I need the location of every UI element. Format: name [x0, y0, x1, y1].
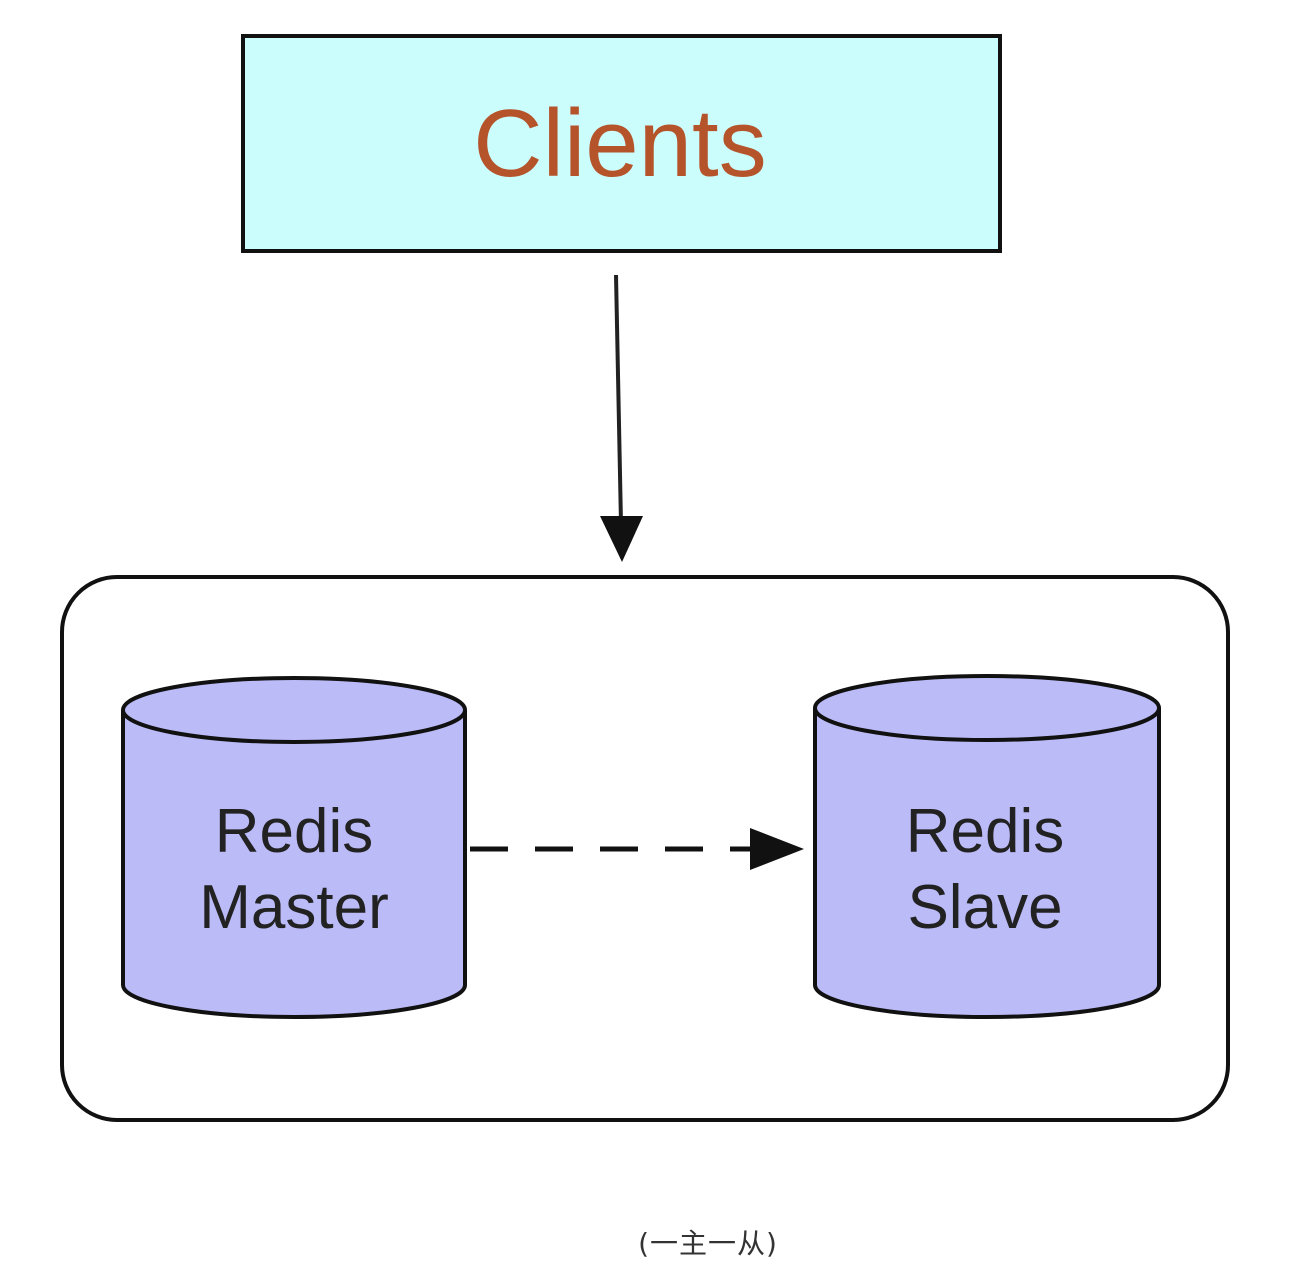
master-to-slave-arrow — [470, 828, 804, 870]
clients-to-cluster-arrow — [600, 274, 643, 562]
diagram-caption: (一主一从) — [638, 1227, 778, 1260]
cluster-container — [60, 575, 1230, 1122]
redis-slave-label-line1: Redis — [906, 797, 1065, 866]
redis-slave-label-line2: Slave — [907, 873, 1062, 942]
redis-master-label-line2: Master — [199, 873, 388, 942]
clients-node: Clients — [241, 34, 1002, 253]
clients-box — [241, 34, 1002, 253]
clients-label: Clients — [473, 90, 766, 197]
redis-master-node: Redis Master — [121, 676, 467, 1019]
redis-master-label-line1: Redis — [215, 797, 374, 866]
redis-slave-node: Redis Slave — [813, 674, 1161, 1019]
